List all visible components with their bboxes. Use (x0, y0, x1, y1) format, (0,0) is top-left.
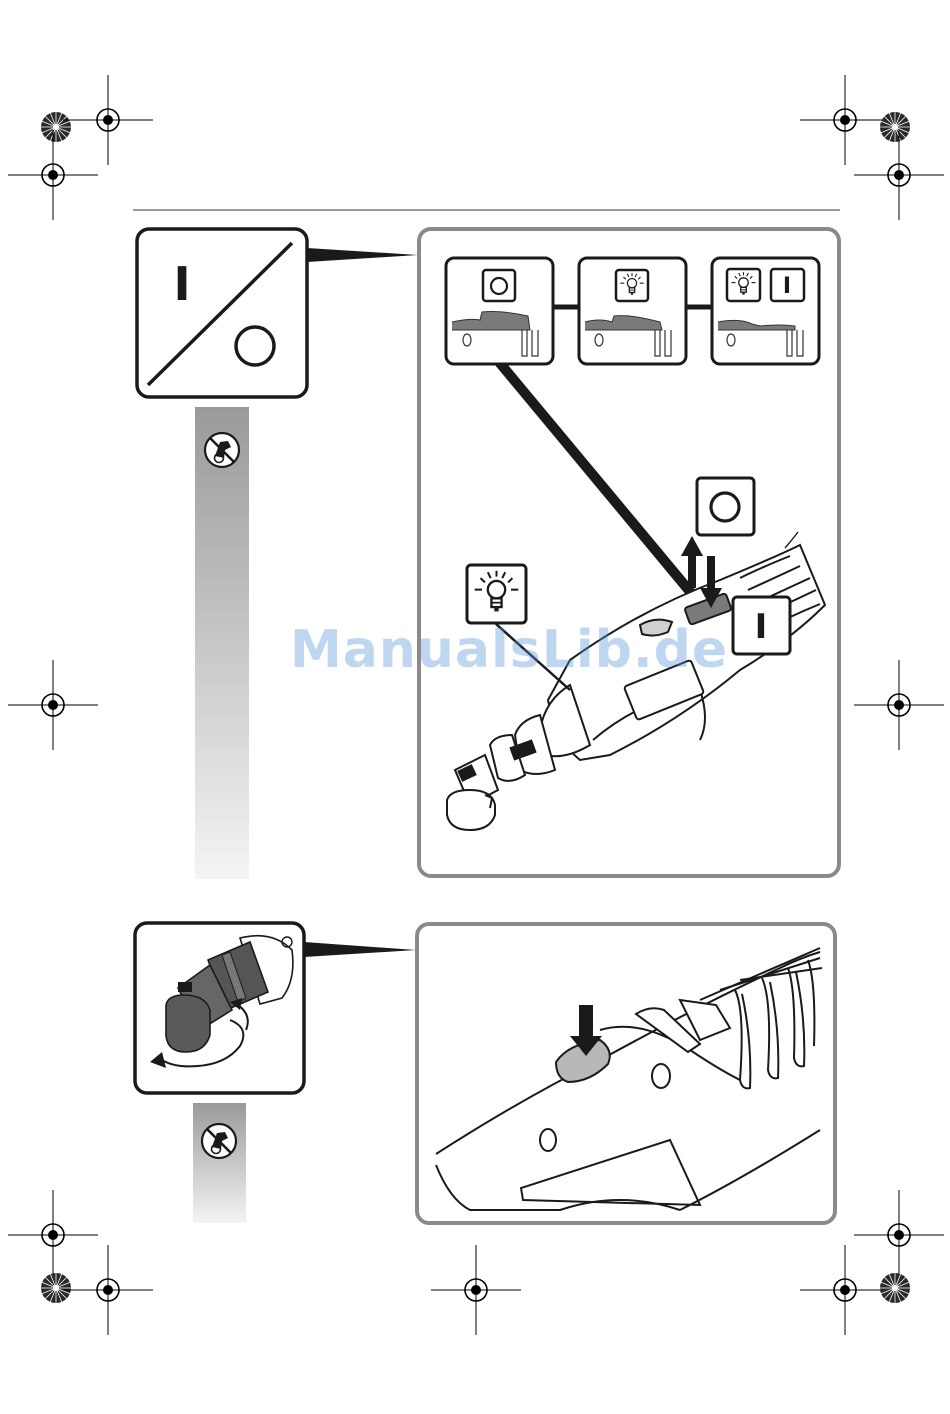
registration-mark-icon (800, 75, 890, 165)
watermark-text: ManualsLib.de (290, 620, 728, 680)
callout-wedge (307, 248, 418, 262)
registration-star-icon (41, 112, 71, 142)
registration-mark-icon (854, 130, 944, 220)
on-symbol-medium: I (755, 607, 768, 647)
registration-mark-icon (854, 1190, 944, 1280)
on-position-label: I (733, 597, 790, 654)
registration-mark-icon (63, 75, 153, 165)
on-off-switch-icon: I (137, 229, 307, 397)
collet-rotation-icon (135, 923, 304, 1093)
off-position-label (697, 478, 754, 535)
registration-mark-icon (8, 660, 98, 750)
grey-sidebar-bar (195, 407, 249, 879)
registration-mark-icon (800, 1245, 890, 1335)
on-symbol-small: I (783, 274, 791, 299)
spindle-lock-prohibited-icon (202, 1124, 236, 1158)
registration-mark-icon (8, 1190, 98, 1280)
registration-mark-icon (854, 660, 944, 750)
registration-star-icon (880, 112, 910, 142)
on-symbol-large: I (173, 257, 190, 311)
registration-star-icon (880, 1273, 910, 1303)
registration-mark-icon (63, 1245, 153, 1335)
callout-wedge (304, 942, 416, 957)
registration-star-icon (41, 1273, 71, 1303)
switch-position-light (579, 258, 686, 364)
switch-position-off (446, 258, 553, 364)
grey-sidebar-bar (193, 1103, 246, 1223)
registration-mark-icon (431, 1245, 521, 1335)
switch-position-on: I (712, 258, 819, 364)
spindle-lock-prohibited-icon (205, 433, 239, 467)
registration-mark-icon (8, 130, 98, 220)
switch-position-strip: I (446, 258, 819, 364)
